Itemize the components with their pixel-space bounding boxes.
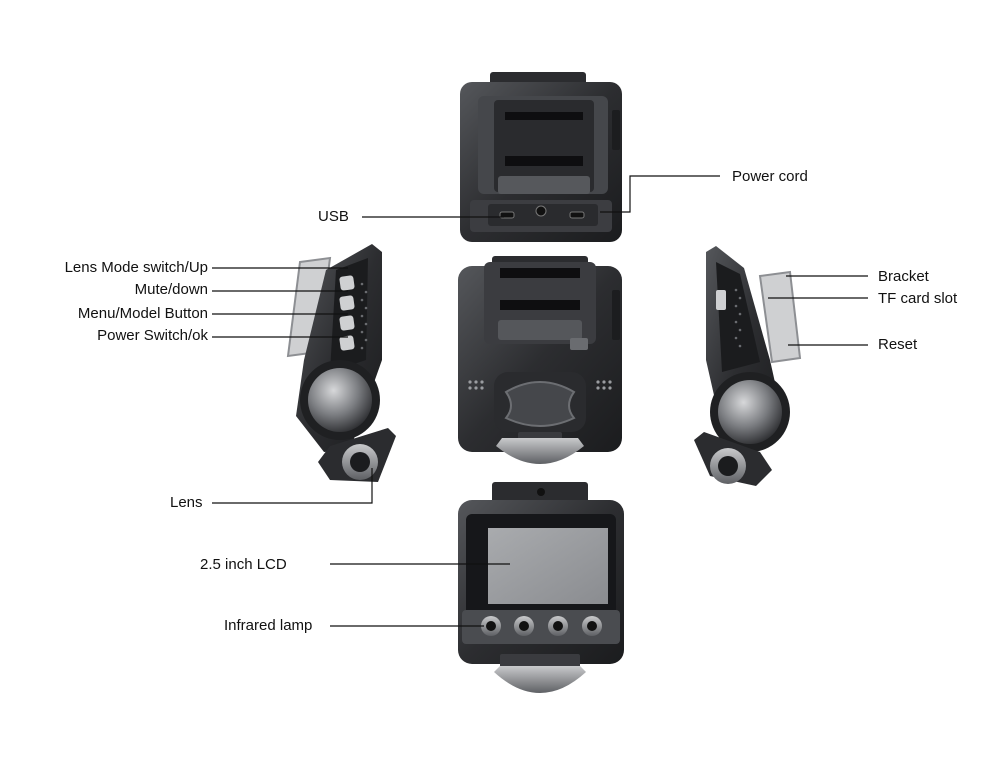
label-lens-mode: Lens Mode switch/Up: [64, 259, 208, 276]
leader-power-cord: [600, 175, 720, 213]
label-reset: Reset: [878, 336, 918, 353]
dashcam-rear-view: [458, 256, 622, 464]
leader-lines: [212, 175, 868, 627]
label-lcd: 2.5 inch LCD: [200, 556, 287, 573]
label-tf-card: TF card slot: [878, 290, 958, 307]
label-infrared: Infrared lamp: [224, 617, 313, 634]
dashcam-right-side-view: [694, 246, 802, 486]
dashcam-front-view: [458, 482, 624, 693]
label-power-cord: Power cord: [732, 168, 808, 185]
label-bracket: Bracket: [878, 268, 929, 285]
label-usb: USB: [318, 208, 349, 225]
label-mute-down: Mute/down: [134, 281, 208, 298]
dashcam-left-side-view: [286, 244, 396, 482]
leader-lens: [212, 468, 373, 504]
dashcam-top-view: [460, 72, 622, 242]
label-lens: Lens: [170, 494, 203, 511]
label-power-switch: Power Switch/ok: [97, 327, 208, 344]
label-menu-model: Menu/Model Button: [77, 305, 208, 322]
